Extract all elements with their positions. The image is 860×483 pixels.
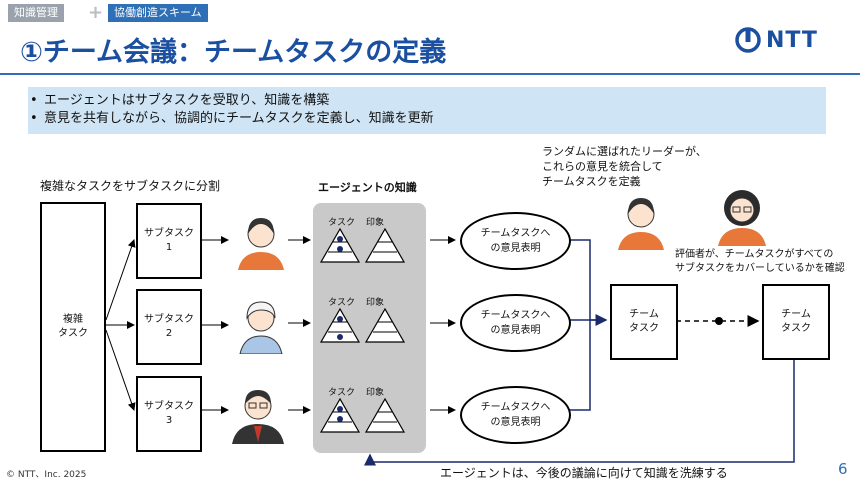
- knowledge-title: エージェントの知識: [318, 181, 417, 194]
- category-tag: 知識管理: [8, 4, 64, 22]
- bullet-item: 意見を共有しながら、協調的にチームタスクを定義し、知識を更新: [28, 110, 826, 128]
- agent-avatar-1-icon: [238, 218, 284, 270]
- leader-label: ランダムに選ばれたリーダーが、 これらの意見を統合して チームタスクを定義: [542, 145, 707, 188]
- agent-avatar-2-icon: [239, 301, 283, 354]
- knowledge-task-label: タスク: [328, 388, 356, 398]
- subtask-box-2: サブタスク 2: [136, 289, 202, 365]
- evaluator-label: 評価者が、チームタスクがすべての サブタスクをカバーしているかを確認: [675, 249, 845, 274]
- knowledge-pyramids-icon: [319, 397, 406, 433]
- knowledge-impression-label: 印象: [366, 388, 385, 398]
- plus-icon: +: [88, 2, 104, 23]
- ntt-logo-icon: [735, 27, 761, 53]
- opinion-oval-2: チームタスクへ の意見表明: [460, 294, 571, 352]
- knowledge-impression-label: 印象: [366, 298, 385, 308]
- subtask-box-1: サブタスク 1: [136, 203, 202, 279]
- evaluator-avatar-icon: [718, 190, 766, 246]
- scheme-tag: 協働創造スキーム: [108, 4, 208, 22]
- leader-avatar-icon: [618, 198, 664, 250]
- bullet-item: エージェントはサブタスクを受取り、知識を構築: [28, 92, 826, 110]
- header-rule: [0, 73, 860, 75]
- copyright: © NTT、Inc. 2025: [6, 470, 87, 480]
- knowledge-pyramids-icon: [319, 307, 406, 343]
- subtask-box-3: サブタスク 3: [136, 376, 202, 452]
- refine-label: エージェントは、今後の議論に向けて知識を洗練する: [440, 466, 728, 480]
- knowledge-pyramids-icon: [319, 227, 406, 263]
- summary-box: エージェントはサブタスクを受取り、知識を構築 意見を共有しながら、協調的にチーム…: [28, 87, 826, 134]
- knowledge-task-label: タスク: [328, 298, 356, 308]
- complex-task-box: 複雑 タスク: [40, 202, 106, 452]
- opinion-oval-3: チームタスクへ の意見表明: [460, 386, 571, 444]
- page-number: 6: [838, 460, 848, 478]
- split-label: 複雑なタスクをサブタスクに分割: [40, 179, 221, 193]
- team-task-box-draft: チーム タスク: [610, 284, 678, 360]
- knowledge-impression-label: 印象: [366, 218, 385, 228]
- agent-avatar-3-icon: [232, 390, 284, 444]
- opinion-oval-1: チームタスクへ の意見表明: [460, 212, 571, 270]
- ntt-logo-text: NTT: [766, 28, 818, 53]
- team-task-box-final: チーム タスク: [762, 284, 830, 360]
- knowledge-task-label: タスク: [328, 218, 356, 228]
- page-title: ①チーム会議：チームタスクの定義: [20, 37, 447, 68]
